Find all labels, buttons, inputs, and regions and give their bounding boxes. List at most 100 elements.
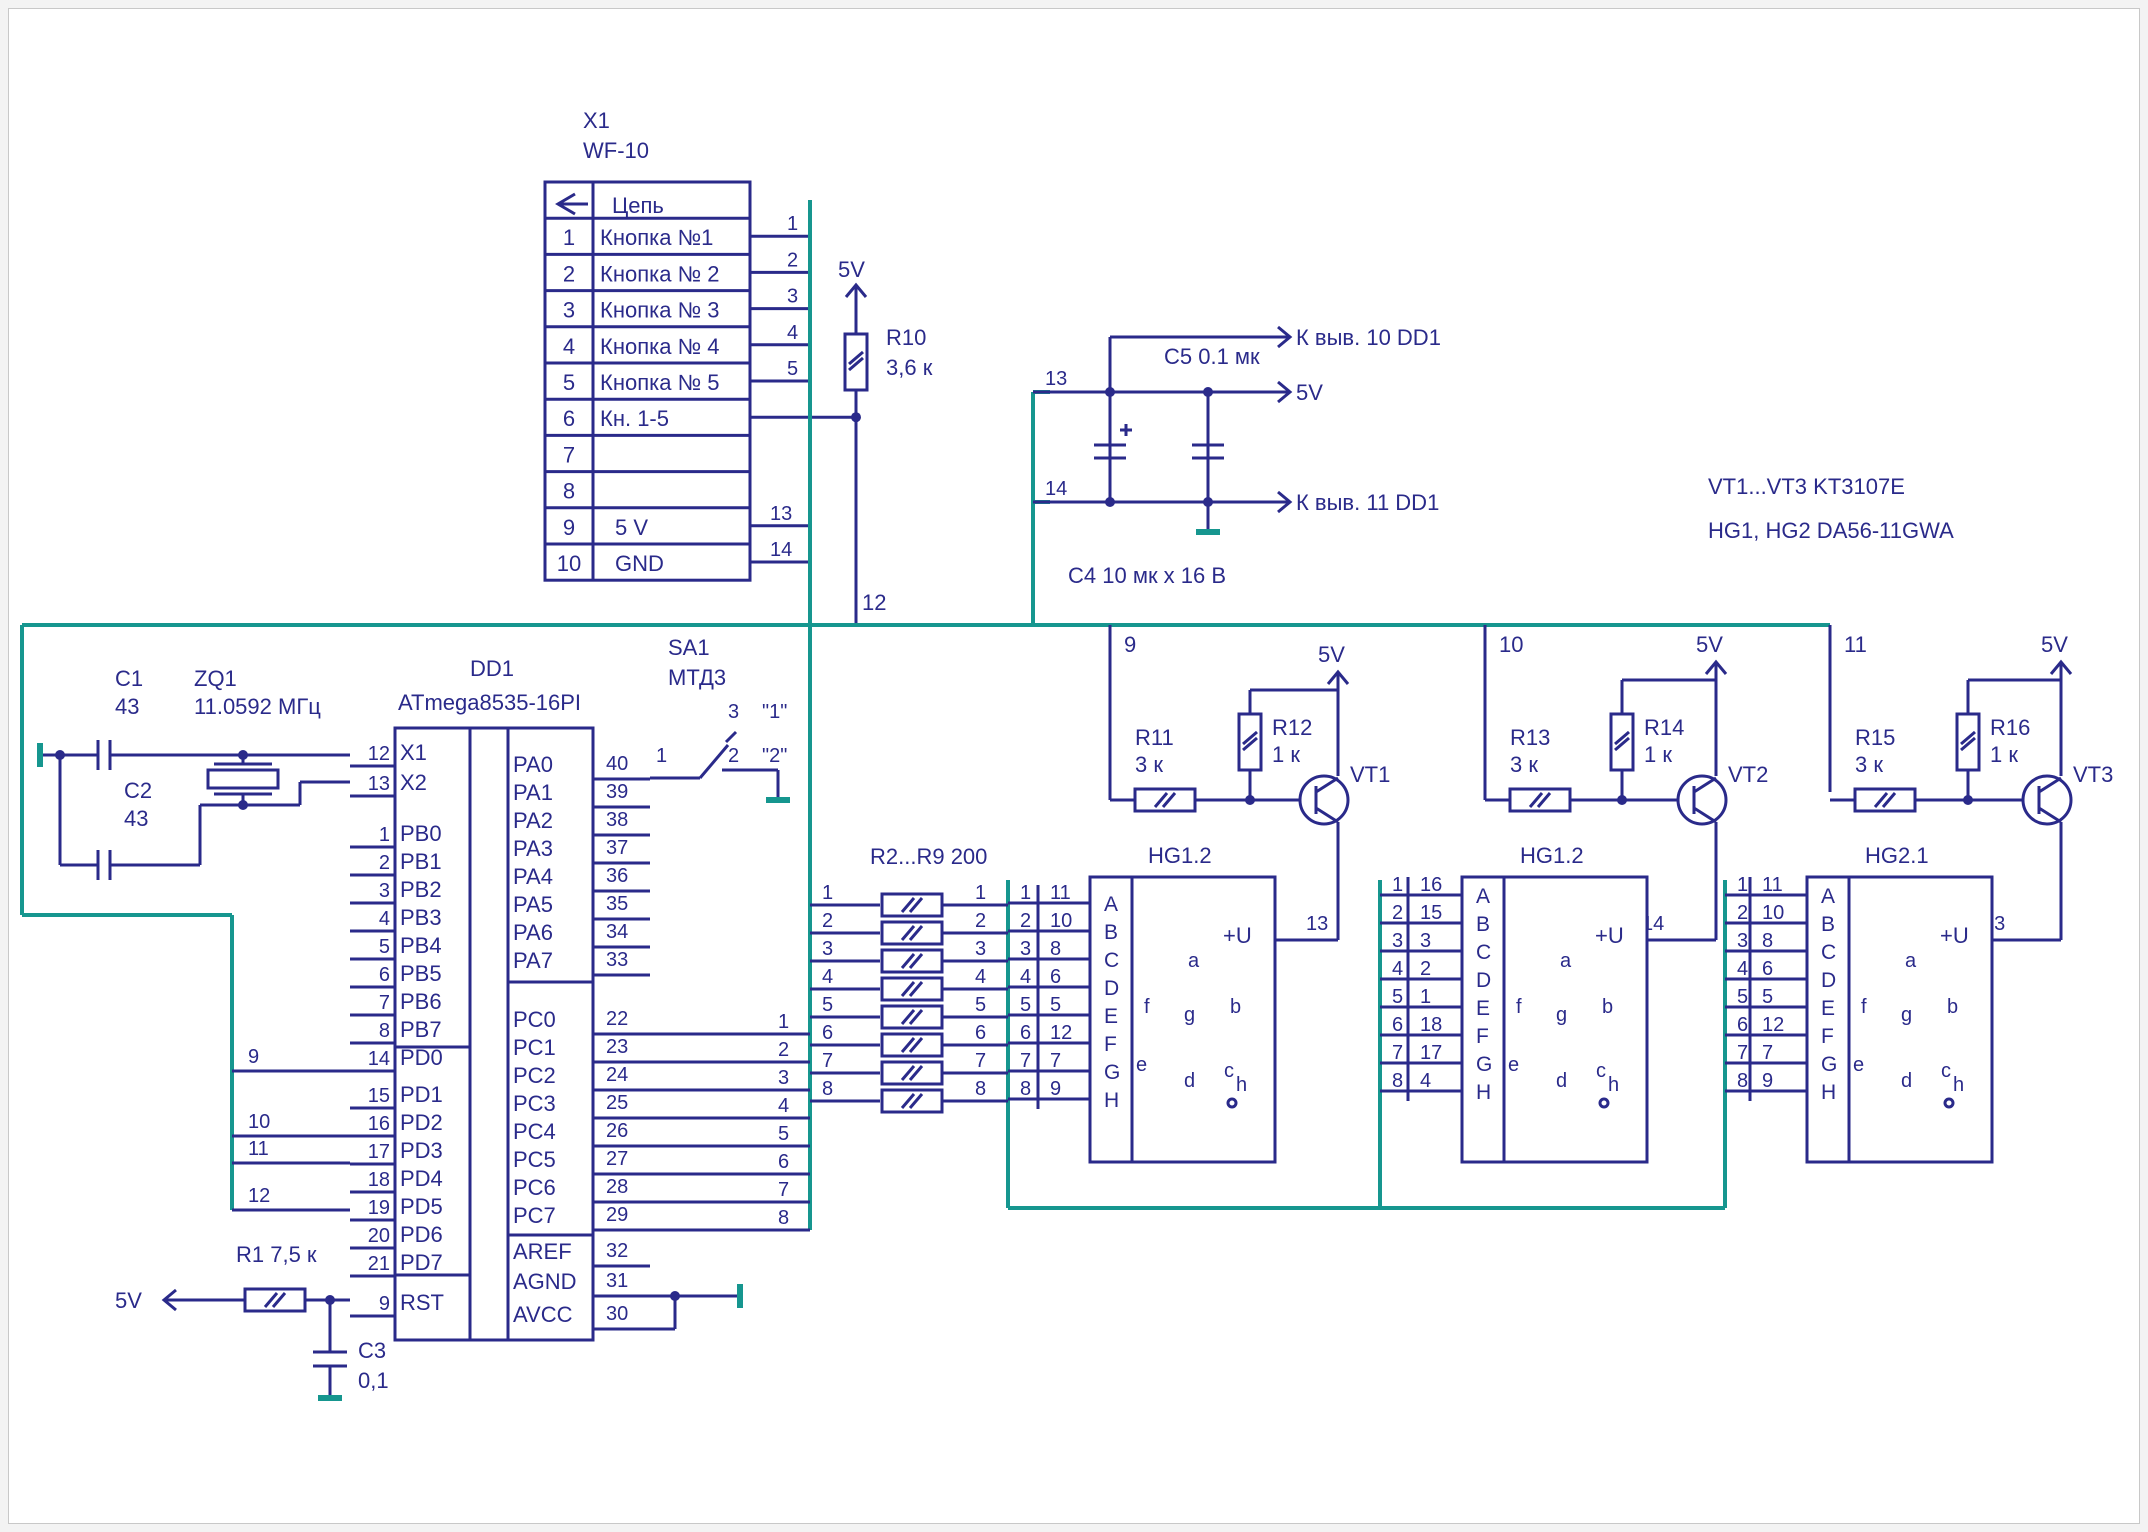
wire-12-label: 12 (862, 590, 886, 615)
display-pin-label: 1 (1420, 986, 1431, 1008)
sa1-contact (698, 744, 730, 779)
pd-wire-label: 10 (248, 1111, 270, 1133)
display-pin-label: 9 (1050, 1078, 1061, 1100)
r2-r9-label: R2...R9 200 (870, 844, 987, 869)
junction-dot (1105, 497, 1115, 507)
dd1-pin-name: PC5 (513, 1147, 556, 1172)
dd1-pin-name: PB0 (400, 821, 442, 846)
driver-col-label: 9 (1124, 632, 1136, 657)
c4-label: C4 10 мк х 16 В (1068, 563, 1226, 588)
segment-letter-e: e (1853, 1054, 1864, 1076)
display-bus-label: 5 (1020, 994, 1031, 1016)
c3-ref: C3 (358, 1338, 386, 1363)
resistor-hatch (908, 897, 924, 913)
dd1-pin-num: 2 (379, 852, 390, 874)
pc-wire-label: 7 (778, 1179, 789, 1201)
digit-segment-inner (1532, 981, 1540, 1035)
ra-resistor (880, 1088, 944, 1114)
junction-dot (55, 750, 65, 760)
dd1-pin-name: PB3 (400, 905, 442, 930)
display-bus-label: 4 (1020, 966, 1031, 988)
segment-pin-name: G (1821, 1053, 1837, 1076)
x1-wire-label: 5 (787, 358, 798, 380)
pullup-resistor (1955, 712, 1981, 772)
x1-row-label: Кнопка № 2 (600, 261, 720, 286)
segment-pin-name: F (1821, 1025, 1834, 1048)
dd1-pin-num: 25 (606, 1092, 628, 1114)
pc-wire-label: 4 (778, 1095, 789, 1117)
transistor-collector (2038, 806, 2062, 824)
dd1-pin-num: 16 (368, 1113, 390, 1135)
reset-supply: 5V (115, 1288, 142, 1313)
dd1-pin-name: PA1 (513, 780, 553, 805)
x1-row-num: 8 (563, 479, 575, 504)
dd1-pin-num: 35 (606, 893, 628, 915)
x1-row-label: Кнопка № 4 (600, 334, 720, 359)
driver-supply: 5V (1696, 632, 1723, 657)
display-pin-label: 6 (1762, 958, 1773, 980)
x1-row-label: 5 V (615, 515, 648, 540)
display-bus-label: 7 (1737, 1042, 1748, 1064)
dd1-pin-name: X2 (400, 770, 427, 795)
dd1-pin-name: PB5 (400, 961, 442, 986)
resistor-hatch (1153, 792, 1169, 808)
display-pin-label: 10 (1762, 902, 1784, 924)
driver-col-label: 11 (1844, 632, 1867, 657)
segment-pin-name: C (1104, 949, 1119, 972)
dd1-pin-num: 40 (606, 753, 628, 775)
resistor-hatch (900, 897, 916, 913)
sa1-ref: SA1 (668, 635, 710, 660)
dd1-pin-num: 13 (368, 773, 390, 795)
dd1-pin-num: 14 (368, 1048, 390, 1070)
display-bus-label: 5 (1737, 986, 1748, 1008)
c1-value: 43 (115, 694, 139, 719)
segment-letter-e: e (1508, 1054, 1519, 1076)
dd1-pin-name: PC3 (513, 1091, 556, 1116)
display-pin-label: 11 (1050, 882, 1071, 904)
to-5v-label: 5V (1296, 380, 1323, 405)
dd1-pin-num: 31 (606, 1270, 628, 1292)
dd1-pin-name: PA6 (513, 920, 553, 945)
c1-ref: C1 (115, 666, 143, 691)
sa1-pin3: 3 (728, 701, 739, 723)
resistor-hatch (908, 1065, 924, 1081)
dd1-pin-name: PB7 (400, 1017, 442, 1042)
dd1-pin-name: PC4 (513, 1119, 556, 1144)
digit-segment-inner (1160, 981, 1168, 1035)
pc-wire-label: 1 (778, 1011, 789, 1033)
display-bus-label: 3 (1392, 930, 1403, 952)
c5-label: C5 0.1 мк (1164, 344, 1260, 369)
driver-supply: 5V (1318, 642, 1345, 667)
pc-wire-label: 2 (778, 1039, 789, 1061)
segment-letter-b: b (1602, 996, 1613, 1018)
ra-bus-label: 7 (822, 1050, 833, 1072)
display-ref: HG2.1 (1865, 843, 1929, 868)
segment-pin-name: C (1821, 941, 1836, 964)
segment-letter-g: g (1901, 1004, 1912, 1026)
display-plus-u: +U (1595, 923, 1624, 948)
x1-wire-label: 14 (770, 539, 792, 561)
segment-pin-name: D (1476, 969, 1491, 992)
ra-resistor (880, 920, 944, 946)
base-resistor (1853, 787, 1917, 813)
dd1-pin-name: AREF (513, 1239, 572, 1264)
base-resistor-ref: R13 (1510, 725, 1550, 750)
resistor-hatch (1161, 792, 1177, 808)
resistor-hatch (848, 350, 864, 366)
zq1-value: 11.0592 МГц (194, 694, 321, 719)
base-resistor-value: 3 к (1855, 752, 1883, 777)
dd1-pin-num: 12 (368, 743, 390, 765)
ra-bus-label: 2 (822, 910, 833, 932)
junction-dot (1105, 387, 1115, 397)
dd1-pin-name: PB4 (400, 933, 442, 958)
dd1-pin-num: 8 (379, 1020, 390, 1042)
resistor-hatch (1242, 736, 1258, 752)
transistor-note: VT1...VT3 KT3107E (1708, 474, 1905, 499)
dd1-part: ATmega8535-16PI (398, 690, 581, 715)
display-bus-label: 1 (1737, 874, 1748, 896)
x1-row-label: GND (615, 551, 664, 576)
transistor-icon (2021, 774, 2073, 826)
seven-segment-display (1460, 875, 1649, 1164)
dd1-pin-num: 38 (606, 809, 628, 831)
